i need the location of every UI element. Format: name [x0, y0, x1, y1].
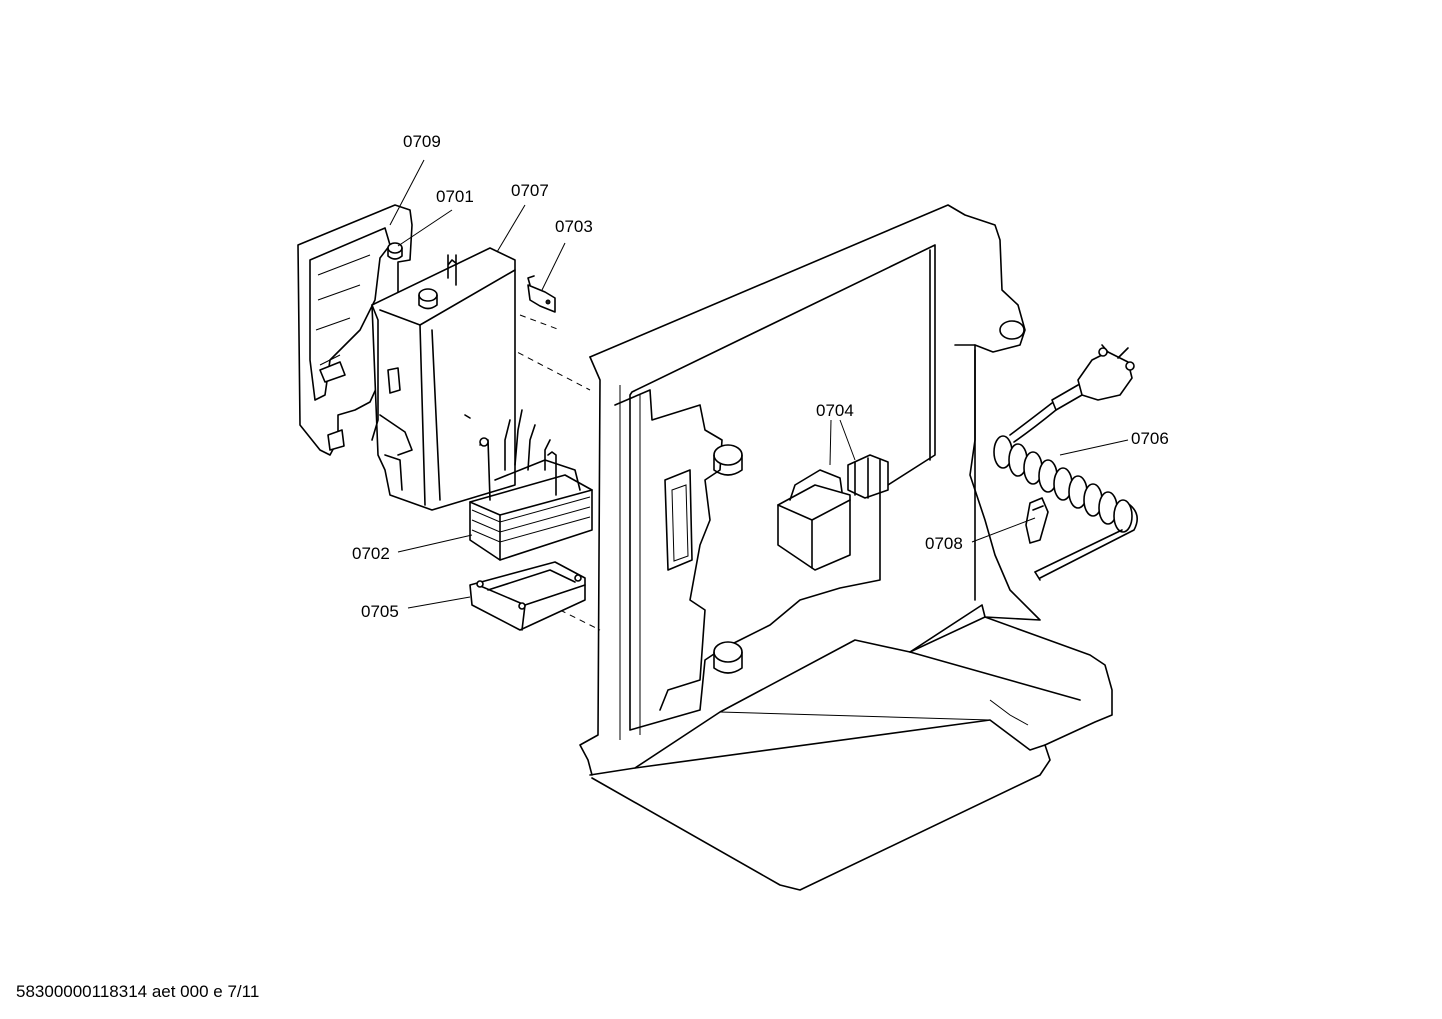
- part-0706-power-cord: [993, 344, 1138, 581]
- callout-0704: 0704: [816, 401, 854, 420]
- callout-0708: 0708: [925, 534, 963, 553]
- part-0701-pin: [387, 242, 403, 260]
- callout-0706: 0706: [1131, 429, 1169, 448]
- callout-0707: 0707: [511, 181, 549, 200]
- part-0707-box: [371, 247, 516, 511]
- part-0708-clip: [1025, 497, 1049, 544]
- leader-lines: [389, 159, 1129, 609]
- callout-0705: 0705: [361, 602, 399, 621]
- part-0705-tray: [469, 561, 586, 631]
- callout-0702: 0702: [352, 544, 390, 563]
- callout-0701: 0701: [436, 187, 474, 206]
- callout-0709: 0709: [403, 132, 441, 151]
- callout-0703: 0703: [555, 217, 593, 236]
- part-0702-transformer: [469, 409, 593, 561]
- part-0703-bracket: [527, 275, 556, 313]
- document-reference-footer: 58300000118314 aet 000 e 7/11: [16, 982, 260, 1001]
- appliance-frame: [439, 204, 1113, 891]
- part-0704-relay: [777, 454, 889, 571]
